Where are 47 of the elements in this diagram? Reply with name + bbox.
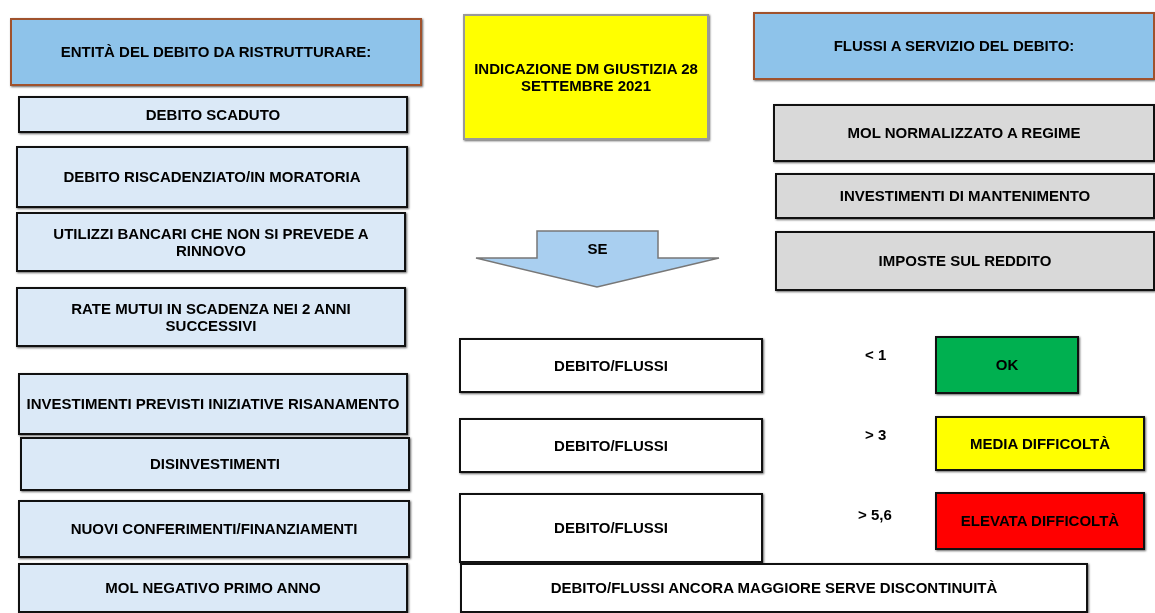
box-label: IMPOSTE SUL REDDITO <box>878 252 1052 270</box>
box-label: DEBITO RISCADENZIATO/IN MORATORIA <box>63 168 361 186</box>
status-box <box>935 416 1145 471</box>
note-box <box>463 14 709 140</box>
ratio-box <box>459 493 763 563</box>
box-label: DEBITO SCADUTO <box>145 105 281 124</box>
item-box <box>16 287 406 347</box>
item-box <box>18 96 408 133</box>
status-box <box>935 336 1079 394</box>
box-label: DEBITO/FLUSSI ANCORA MAGGIORE SERVE DISCONTINUITÀ <box>550 579 998 597</box>
ratio-box <box>460 563 1088 613</box>
item-box <box>775 231 1155 291</box>
box-label: ENTITÀ DEL DEBITO DA RISTRUTTURARE: <box>60 43 372 61</box>
down-arrow-shape <box>475 230 720 288</box>
box-label: UTILIZZI BANCARI CHE NON SI PREVEDE A RINNOVO <box>52 224 370 260</box>
box-label: DEBITO/FLUSSI <box>554 436 668 455</box>
threshold-label: > 3 <box>865 426 887 443</box>
box-label: INVESTIMENTI PREVISTI INIZIATIVE RISANAMENTO <box>26 395 400 413</box>
box-label: DEBITO/FLUSSI <box>554 519 668 537</box>
box-label: DISINVESTIMENTI <box>150 455 280 473</box>
box-label: MOL NORMALIZZATO A REGIME <box>847 124 1081 142</box>
box-label: OK <box>995 356 1019 374</box>
item-box <box>775 173 1155 219</box>
box-label: MEDIA DIFFICOLTÀ <box>970 434 1110 453</box>
item-box <box>18 563 408 613</box>
box-label: DEBITO/FLUSSI <box>554 356 668 375</box>
item-box <box>20 437 410 491</box>
threshold-label: < 1 <box>865 346 887 363</box>
header-box <box>753 12 1155 80</box>
box-label: INDICAZIONE DM GIUSTIZIA 28 SETTEMBRE 2021 <box>473 59 699 95</box>
box-label: FLUSSI A SERVIZIO DEL DEBITO: <box>833 37 1075 55</box>
item-box <box>16 212 406 272</box>
box-label: ELEVATA DIFFICOLTÀ <box>960 512 1120 530</box>
ratio-box <box>459 418 763 473</box>
box-label: SE <box>587 240 608 258</box>
item-box <box>18 373 408 435</box>
box-label: MOL NEGATIVO PRIMO ANNO <box>105 579 321 597</box>
threshold-label: > 5,6 <box>858 506 892 523</box>
item-box <box>773 104 1155 162</box>
box-label: NUOVI CONFERIMENTI/FINANZIAMENTI <box>70 520 358 538</box>
status-box <box>935 492 1145 550</box>
box-label: INVESTIMENTI DI MANTENIMENTO <box>839 187 1091 205</box>
header-box <box>10 18 422 86</box>
item-box <box>16 146 408 208</box>
item-box <box>18 500 410 558</box>
ratio-box <box>459 338 763 393</box>
box-label: RATE MUTUI IN SCADENZA NEI 2 ANNI SUCCESSIVI <box>70 299 352 335</box>
